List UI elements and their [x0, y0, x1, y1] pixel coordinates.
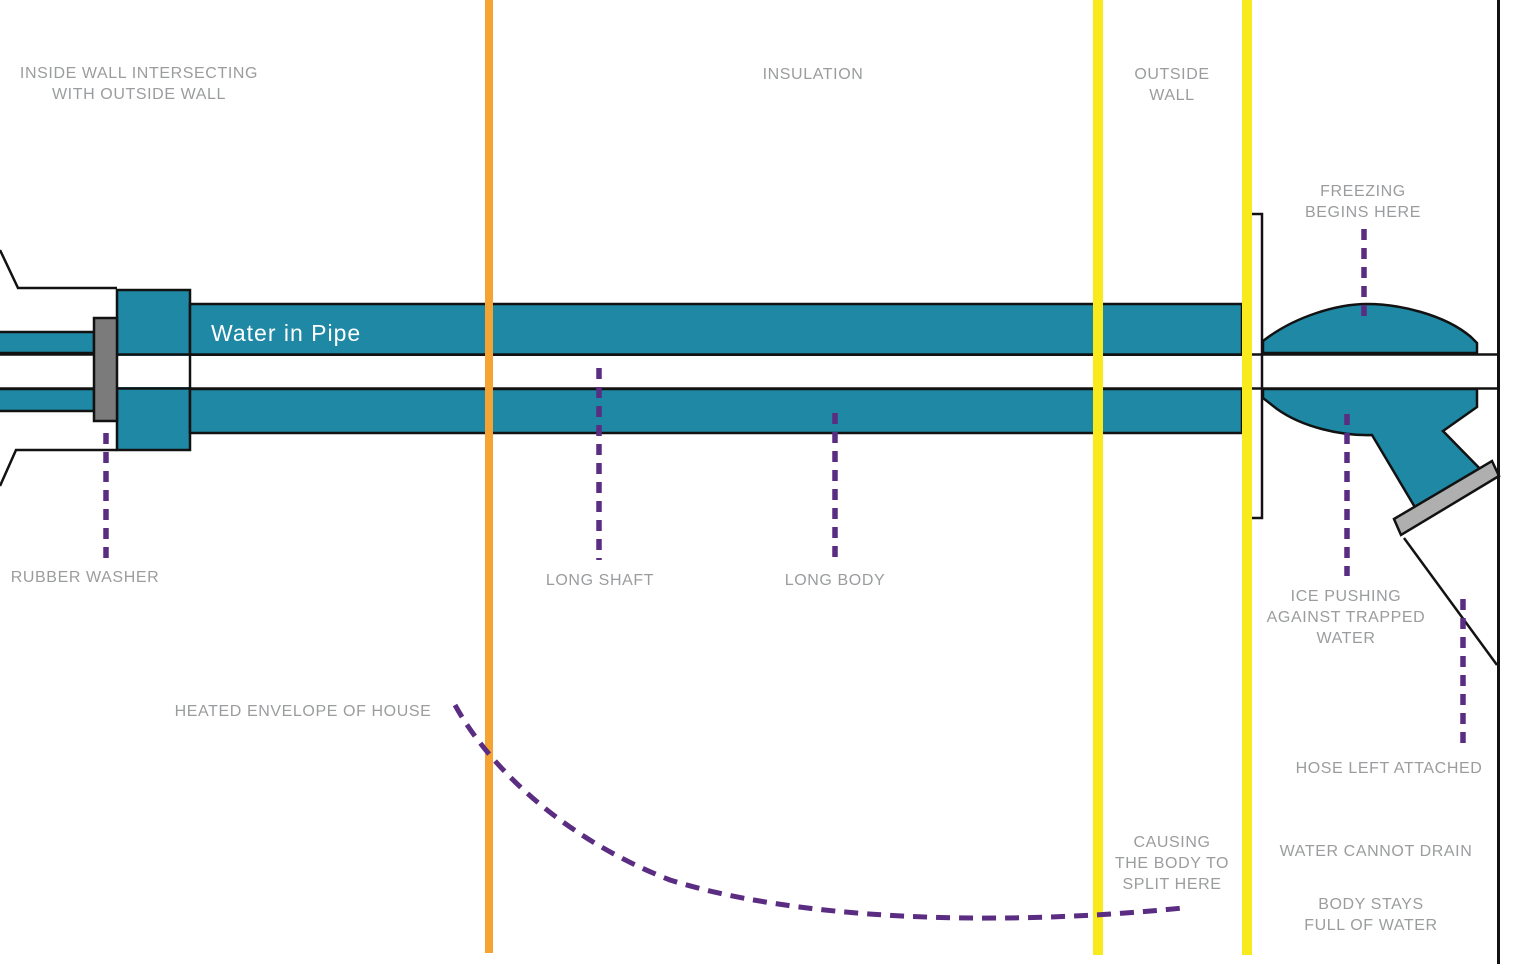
label-freezing-begins: FREEZING BEGINS HERE — [1305, 183, 1421, 221]
mount-bracket — [1250, 212, 1264, 520]
valve-dome-top — [1261, 302, 1479, 355]
label-rubber-washer: RUBBER WASHER — [10, 569, 160, 586]
pipe-band-bottom — [188, 387, 1244, 435]
supply-pipe-top — [0, 330, 96, 355]
outside-wall-line-inner — [1093, 0, 1103, 955]
rubber-washer-shape — [92, 316, 119, 423]
inside-wall-line — [485, 0, 493, 953]
outside-wall-line-outer — [1242, 0, 1252, 955]
label-hose-left-attached: HOSE LEFT ATTACHED — [1295, 760, 1483, 777]
wall-cutaway-bottom-line — [0, 448, 117, 487]
supply-pipe-bottom — [0, 387, 96, 413]
hose-line — [1402, 537, 1499, 666]
label-ice-pushing: ICE PUSHING AGAINST TRAPPED WATER — [1266, 588, 1426, 647]
valve-body-bottom — [1261, 387, 1493, 511]
label-insulation: INSULATION — [762, 66, 864, 83]
heated-envelope-curve — [452, 703, 1184, 921]
label-outside-wall: OUTSIDE WALL — [1134, 66, 1210, 104]
label-body-stays-full: BODY STAYS FULL OF WATER — [1304, 896, 1438, 934]
label-water-cannot-drain: WATER CANNOT DRAIN — [1279, 843, 1473, 860]
wall-cutaway-top-line — [0, 249, 117, 290]
label-inside-wall: INSIDE WALL INTERSECTING WITH OUTSIDE WA… — [19, 65, 259, 103]
label-water-in-pipe: Water in Pipe — [211, 320, 362, 346]
pipe-band-top — [188, 302, 1244, 357]
label-long-body: LONG BODY — [784, 572, 886, 589]
label-heated-envelope: HEATED ENVELOPE OF HOUSE — [174, 703, 432, 720]
label-causing-split: CAUSING THE BODY TO SPLIT HERE — [1114, 834, 1230, 893]
water-channel — [0, 356, 1497, 387]
label-long-shaft: LONG SHAFT — [545, 572, 655, 589]
